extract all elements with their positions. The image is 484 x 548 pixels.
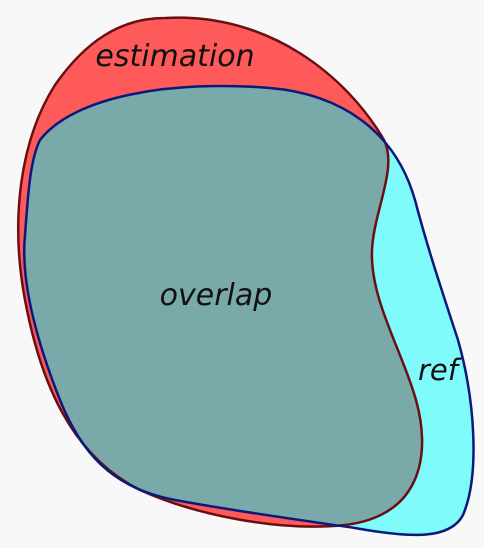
overlap-label: overlap bbox=[160, 278, 273, 313]
estimation-label: estimation bbox=[95, 39, 254, 74]
ref-label: ref bbox=[418, 353, 462, 387]
